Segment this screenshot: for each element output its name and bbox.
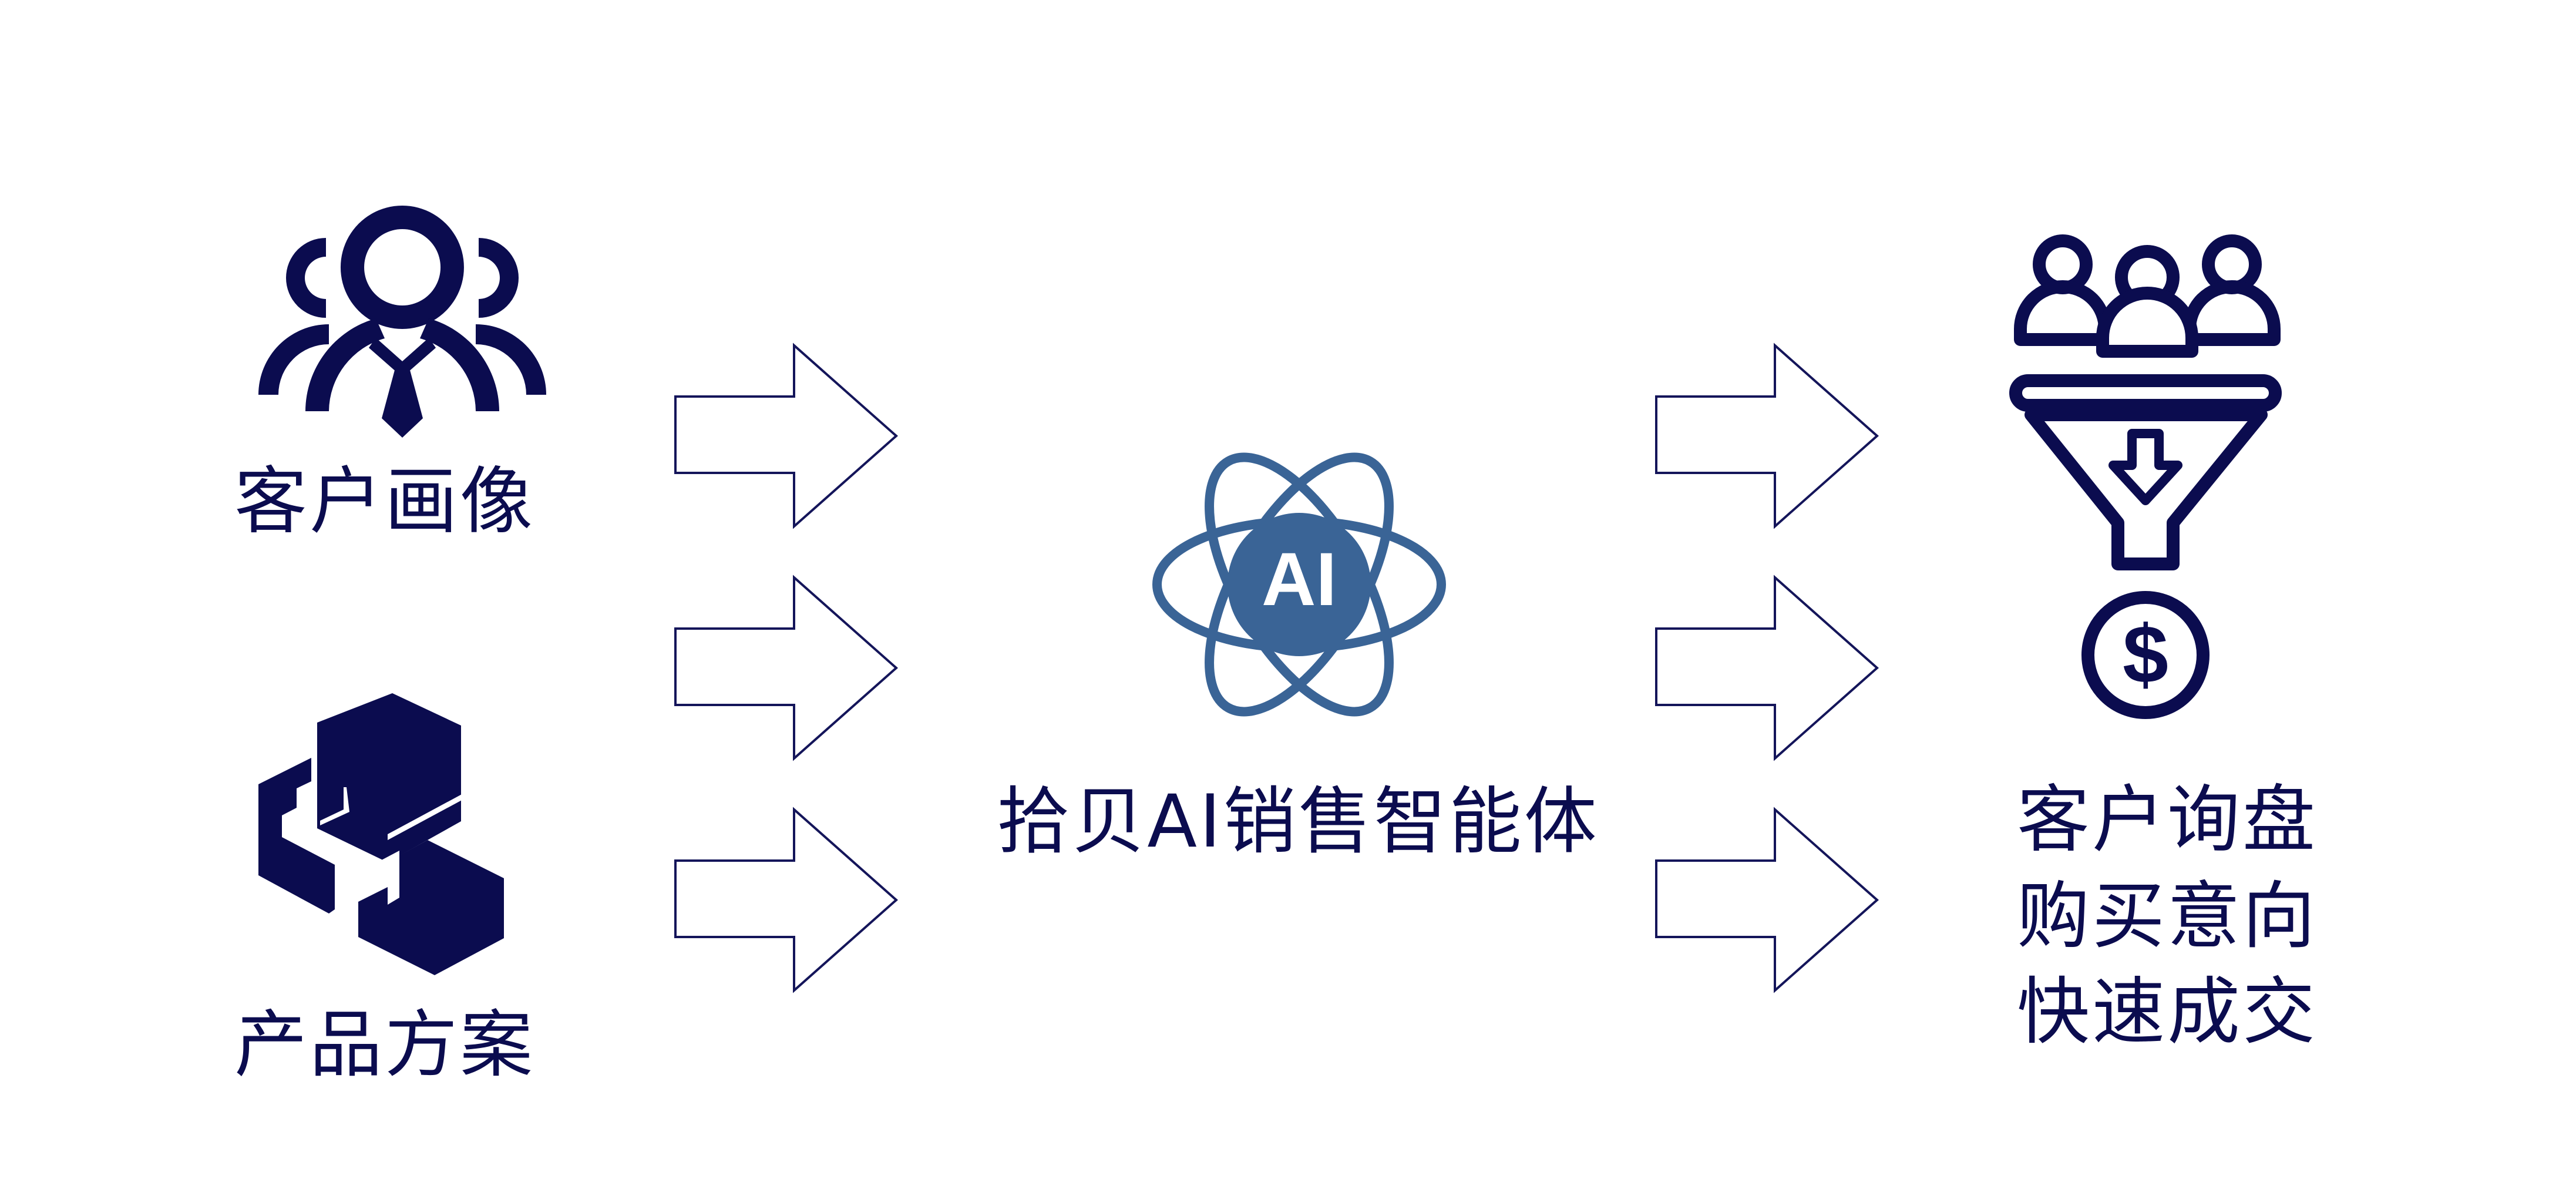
- ai-badge-text: AI: [1262, 538, 1337, 622]
- right-arrow-outline-icon: [1655, 575, 1879, 761]
- outcome-line: 快速成交: [2016, 970, 2318, 1055]
- ai-atom-icon: AI: [1152, 452, 1446, 717]
- product-boxes-icon: [258, 693, 504, 975]
- dollar-sign-glyph: $: [2123, 608, 2168, 700]
- customer-portrait-label: 客户画像: [234, 459, 535, 544]
- arrow-group-left: [674, 342, 899, 993]
- right-arrow-outline-icon: [674, 575, 899, 761]
- product-plan-label: 产品方案: [234, 1003, 535, 1087]
- arrow-group-right: [1655, 342, 1879, 993]
- right-arrow-outline-icon: [674, 342, 899, 529]
- customer-portrait-icon: [258, 206, 546, 438]
- right-arrow-outline-icon: [1655, 342, 1879, 529]
- outcome-line: 购买意向: [2016, 874, 2318, 959]
- outcome-line: 客户询盘: [2016, 778, 2318, 862]
- right-arrow-outline-icon: [1655, 807, 1879, 993]
- sales-funnel-dollar-icon: $: [2009, 234, 2282, 719]
- right-arrow-outline-icon: [674, 807, 899, 993]
- outcome-label: 客户询盘 购买意向 快速成交: [1997, 773, 2338, 1061]
- ai-sales-agent-label: 拾贝AI销售智能体: [997, 780, 1599, 864]
